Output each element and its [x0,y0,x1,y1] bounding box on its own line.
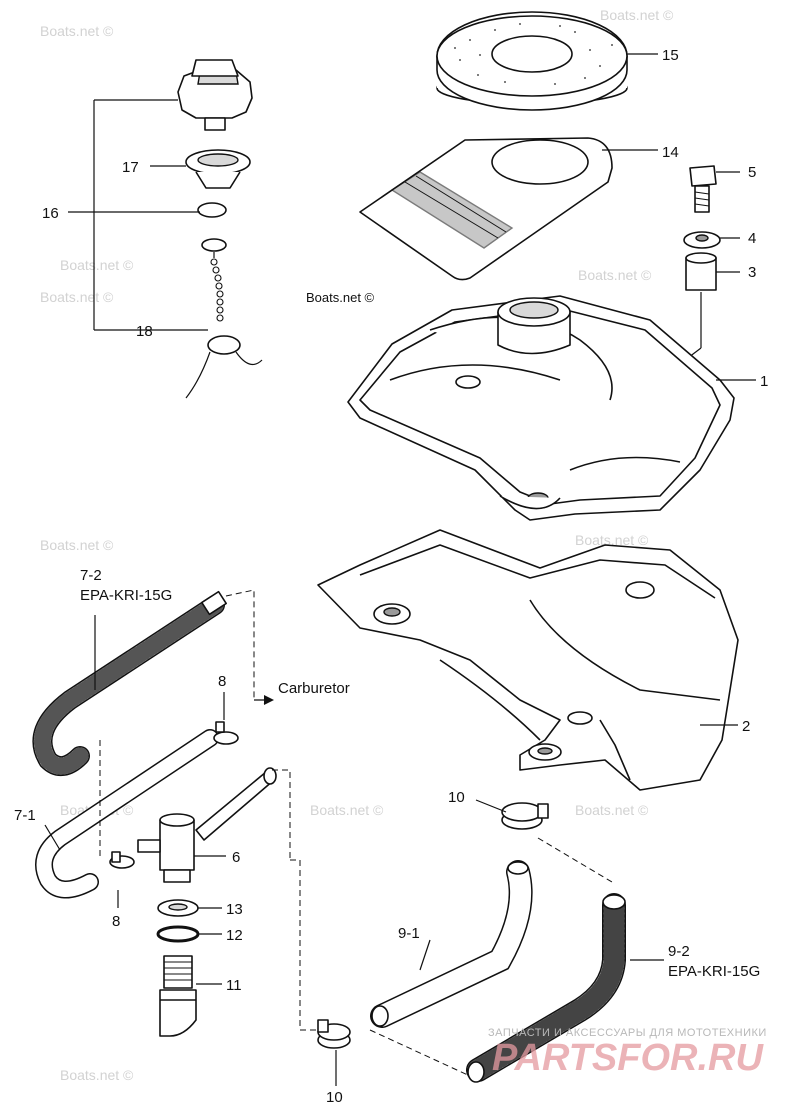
watermark-text: Boats.net © [575,532,649,548]
callout-15: 15 [662,47,679,64]
leader-10-upper [475,799,507,813]
callout-10-upper: 10 [448,789,465,806]
hose-9-1 [370,860,533,1028]
hose-7-1 [35,729,219,899]
watermark-text: Boats.net © [40,289,114,305]
part-5-bolt [689,165,717,213]
part-10-clamp-upper [501,802,549,830]
watermark-text: Boats.net © [578,267,652,283]
callout-9-1: 9-1 [398,925,420,942]
callout-16: 16 [42,205,59,222]
callout-9-2: 9-2 [668,943,690,960]
route-to-carb [225,589,255,700]
callout-2: 2 [742,718,750,735]
callout-6: 6 [232,849,240,866]
part-14-pad [359,137,613,281]
callout-1: 1 [760,373,768,390]
hose-9-2-braided [466,893,626,1083]
carburetor-label: Carburetor [278,680,350,697]
part-12-o-ring [156,925,200,943]
part-8-clamp-upper [213,721,239,745]
brand-logo: PARTSFOR.RU [492,1037,764,1079]
route-fuel-cock [272,769,291,860]
watermark-text: Boats.net © [40,537,114,553]
callout-10-lower: 10 [326,1089,343,1106]
part-6-fuel-cock [137,767,277,883]
part-4-washer [683,231,721,249]
callout-4: 4 [748,230,756,247]
route-9 [537,837,613,883]
hose-7-2-braided [32,590,227,776]
callout-7-2-spec: EPA-KRI-15G [80,587,172,604]
watermark-text: Boats.net © [40,23,114,39]
leader-7-1 [44,824,61,851]
callout-12: 12 [226,927,243,944]
leader-9-1 [419,939,431,971]
watermark-text: Boats.net © [60,257,134,273]
watermark-text: Boats.net © [575,802,649,818]
callout-18: 18 [136,323,153,340]
arrow-head [264,695,274,705]
part-8-clamp-lower [109,851,135,869]
brand-overlay: ЗАПЧАСТИ И АКСЕССУАРЫ ДЛЯ МОТОТЕХНИКИ PA… [488,1027,767,1079]
callout-8-lower: 8 [112,913,120,930]
inline-brand-mark: Boats.net © [306,290,375,305]
callout-11: 11 [226,977,242,994]
callout-8-upper: 8 [218,673,226,690]
part-13-seal [157,899,199,917]
part-16-filler-cap [177,59,253,131]
part-17-gasket [185,149,251,189]
part-3-collar [685,252,717,291]
callout-17: 17 [122,159,139,176]
part-15-foam-ring [436,11,628,111]
part-10-clamp-lower [317,1019,351,1049]
watermark-text: Boats.net © [600,7,674,23]
callout-14: 14 [662,144,679,161]
brand-tagline: ЗАПЧАСТИ И АКСЕССУАРЫ ДЛЯ МОТОТЕХНИКИ [488,1027,767,1039]
callout-5: 5 [748,164,756,181]
callout-7-2: 7-2 [80,567,102,584]
route-lower-clamp [290,859,318,1031]
part-11-strainer [159,955,197,1037]
callout-7-1: 7-1 [14,807,36,824]
watermark-text: Boats.net © [60,1067,134,1083]
callout-3: 3 [748,264,756,281]
route-9-lower [369,1029,471,1077]
callout-9-2-spec: EPA-KRI-15G [668,963,760,980]
part-18-tether [185,202,263,399]
part-2-tank-bracket [317,529,739,791]
watermark-text: Boats.net © [310,802,384,818]
callout-13: 13 [226,901,243,918]
part-1-fuel-tank [347,295,735,521]
